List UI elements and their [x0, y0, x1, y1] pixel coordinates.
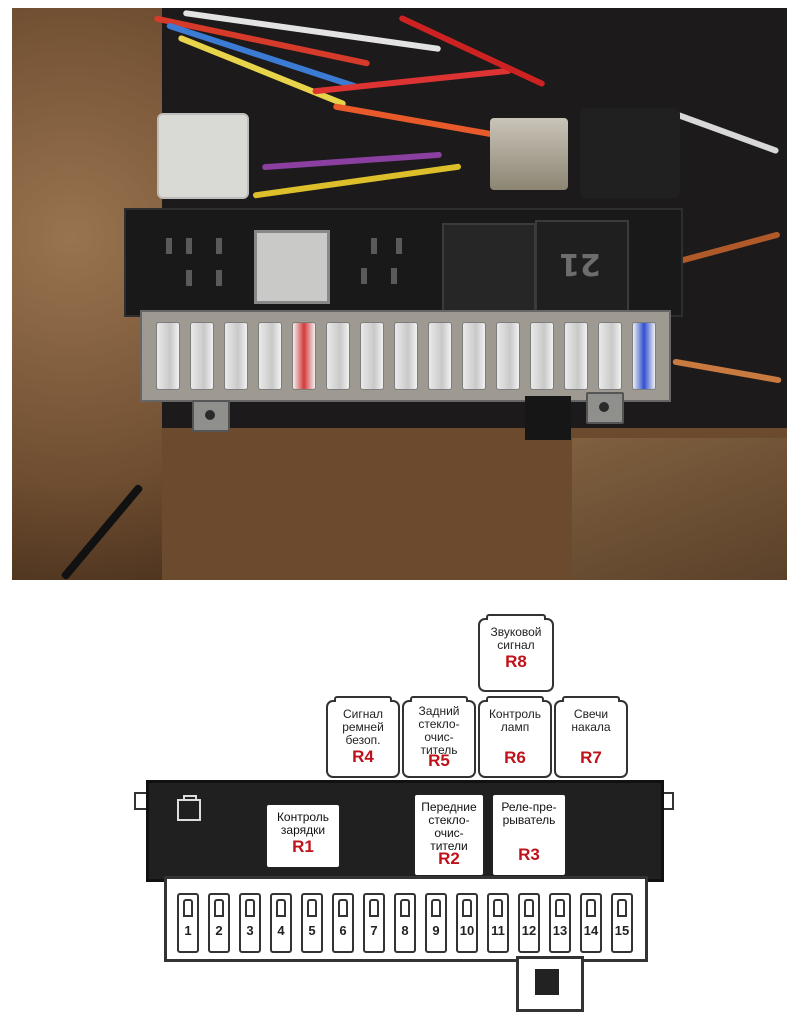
fuse-box-photo: 21 [12, 8, 787, 580]
photo-fuse [224, 322, 248, 390]
fuse-12 [518, 893, 540, 953]
fuse-box-diagram: Звуковой сигнал R8 Сигнал ремней безоп. … [0, 590, 807, 1024]
relay-socket [216, 238, 222, 254]
relay-code: R2 [438, 849, 460, 868]
relay-label: Контроль зарядки [276, 810, 330, 837]
photo-fuse [632, 322, 656, 390]
photo-fuse [326, 322, 350, 390]
photo-fuse [530, 322, 554, 390]
relay-code: R4 [352, 747, 374, 766]
photo-fuse [190, 322, 214, 390]
photo-fuse [360, 322, 384, 390]
fuse-number: 4 [277, 923, 285, 938]
relay-socket [166, 238, 172, 254]
relay-label: Задний стекло- очис- титель [418, 704, 460, 757]
relay-socket [391, 268, 397, 284]
relay-label: Звуковой сигнал [490, 625, 542, 652]
relay-r6: Контроль ламп R6 [478, 696, 552, 778]
relay-r7: Свечи накала R7 [554, 696, 628, 778]
relay-code: R7 [580, 748, 602, 767]
relay-code: R6 [504, 748, 526, 767]
fuse-4 [270, 893, 292, 953]
relay-label: Контроль ламп [488, 707, 542, 734]
fuse-number: 9 [432, 923, 440, 938]
photo-fuse [428, 322, 452, 390]
fuse-number: 1 [184, 923, 192, 938]
relay-label: Реле-пре- рыватель [501, 800, 557, 827]
dark-relay-b: 21 [535, 220, 629, 314]
relay-number: 21 [559, 246, 601, 281]
relay-code: R3 [518, 845, 540, 864]
fuse-15 [611, 893, 633, 953]
carpet-right [572, 438, 787, 580]
fuse-7 [363, 893, 385, 953]
white-relay [254, 230, 330, 304]
fuse-2 [208, 893, 230, 953]
fuse-5 [301, 893, 323, 953]
battery-icon [177, 795, 201, 821]
fuse-number: 3 [246, 923, 254, 938]
relay-label: Передние стекло- очис- тители [421, 800, 477, 853]
photo-fuse [394, 322, 418, 390]
relay-socket [371, 238, 377, 254]
fuse-row [140, 310, 671, 402]
fuse-number: 15 [614, 923, 630, 938]
photo-fuse [258, 322, 282, 390]
relay-socket [186, 270, 192, 286]
grey-relay [157, 113, 249, 199]
photo-fuse [564, 322, 588, 390]
black-relay [580, 108, 680, 198]
fuse-number: 7 [370, 923, 378, 938]
fuse-14 [580, 893, 602, 953]
relay-r2: Передние стекло- очис- тители R2 [413, 793, 485, 877]
photo-fuse [496, 322, 520, 390]
photo-fuse [156, 322, 180, 390]
fuse-number: 14 [583, 923, 599, 938]
fuse-number: 13 [552, 923, 568, 938]
clear-relay [490, 118, 568, 190]
fuse-6 [332, 893, 354, 953]
fuse-number: 12 [521, 923, 537, 938]
relay-label: Сигнал ремней безоп. [342, 707, 384, 747]
fuse-number: 8 [401, 923, 409, 938]
photo-fuse [462, 322, 486, 390]
dark-relay-a [442, 223, 536, 315]
fuse-3 [239, 893, 261, 953]
relay-socket [216, 270, 222, 286]
relay-r4: Сигнал ремней безоп. R4 [326, 696, 400, 778]
relay-block: Контроль зарядки R1 Передние стекло- очи… [146, 780, 664, 882]
fuse-number: 10 [459, 923, 475, 938]
fuse-13 [549, 893, 571, 953]
relay-r8: Звуковой сигнал R8 [478, 614, 554, 692]
relay-code: R1 [292, 837, 314, 856]
mount-bracket [192, 400, 230, 432]
relay-code: R5 [428, 751, 450, 770]
relay-socket [361, 268, 367, 284]
photo-fuse [598, 322, 622, 390]
relay-socket [186, 238, 192, 254]
relay-socket [396, 238, 402, 254]
fuse-11 [487, 893, 509, 953]
mount-block [516, 956, 584, 1012]
fuse-number: 2 [215, 923, 223, 938]
black-clip [525, 396, 571, 440]
relay-r3: Реле-пре- рыватель R3 [491, 793, 567, 877]
fuse-number: 5 [308, 923, 316, 938]
photo-fuse [292, 322, 316, 390]
fuse-1 [177, 893, 199, 953]
fuse-number: 6 [339, 923, 347, 938]
mount-bracket [586, 392, 624, 424]
relay-r5: Задний стекло- очис- титель R5 [402, 696, 476, 778]
relay-label: Свечи накала [571, 707, 611, 734]
relay-r1: Контроль зарядки R1 [265, 803, 341, 869]
fuse-9 [425, 893, 447, 953]
fuse-10 [456, 893, 478, 953]
fuse-number: 11 [491, 923, 505, 938]
relay-code: R8 [505, 652, 527, 671]
fuse-8 [394, 893, 416, 953]
